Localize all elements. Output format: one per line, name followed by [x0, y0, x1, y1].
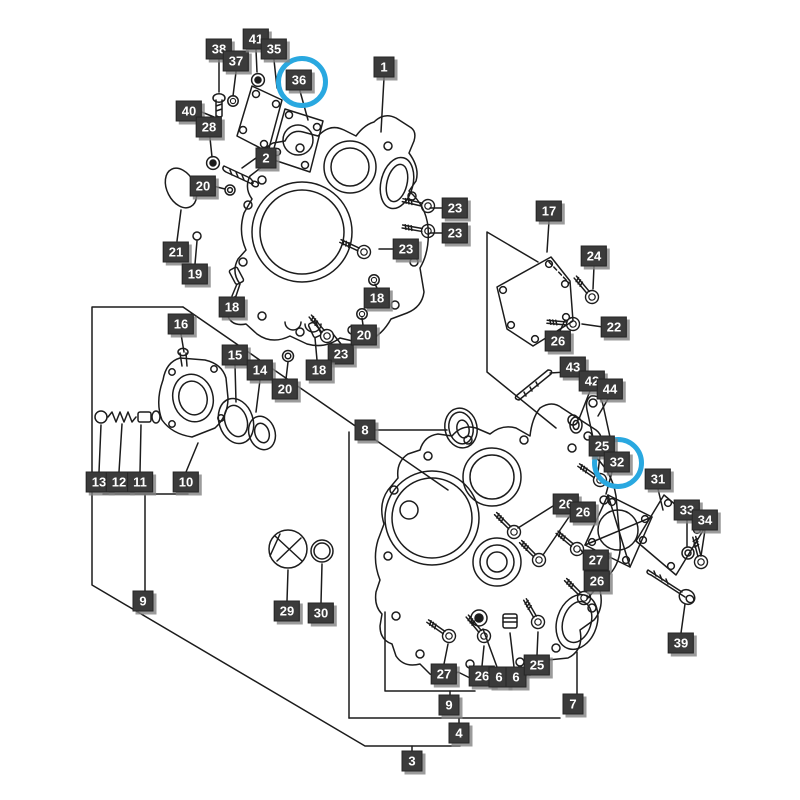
part-label-8[interactable]: 8	[354, 419, 376, 441]
part-label-18[interactable]: 18	[363, 287, 391, 309]
part-label-24[interactable]: 24	[580, 245, 608, 267]
part-label-23[interactable]: 23	[327, 343, 355, 365]
part-label-23[interactable]: 23	[441, 222, 469, 244]
part-label-25[interactable]: 25	[523, 654, 551, 676]
part-label-7[interactable]: 7	[562, 693, 584, 715]
part-label-28[interactable]: 28	[195, 116, 223, 138]
part-label-21[interactable]: 21	[162, 241, 190, 263]
part-label-10[interactable]: 10	[172, 471, 200, 493]
part-label-25[interactable]: 25	[588, 435, 616, 457]
part-label-27[interactable]: 27	[430, 663, 458, 685]
part-label-26[interactable]: 26	[569, 501, 597, 523]
part-label-26[interactable]: 26	[544, 330, 572, 352]
part-label-39[interactable]: 39	[667, 632, 695, 654]
part-label-11[interactable]: 11	[127, 471, 153, 493]
part-label-9[interactable]: 9	[132, 590, 154, 612]
part-label-18[interactable]: 18	[305, 359, 333, 381]
part-label-26[interactable]: 26	[583, 570, 611, 592]
part-label-40[interactable]: 40	[175, 100, 203, 122]
part-label-3[interactable]: 3	[401, 750, 423, 772]
part-label-20[interactable]: 20	[189, 175, 217, 197]
part-label-23[interactable]: 23	[392, 238, 420, 260]
part-label-30[interactable]: 30	[307, 602, 335, 624]
highlight-ring-32	[592, 437, 644, 489]
part-label-35[interactable]: 35	[260, 38, 288, 60]
part-label-44[interactable]: 44	[596, 378, 624, 400]
part-label-13[interactable]: 13	[85, 471, 113, 493]
part-label-6[interactable]: 6	[505, 666, 527, 688]
part-label-16[interactable]: 16	[167, 313, 195, 335]
highlight-ring-36	[276, 56, 328, 108]
part-label-19[interactable]: 19	[181, 263, 209, 285]
part-label-14[interactable]: 14	[246, 359, 274, 381]
part-label-29[interactable]: 29	[273, 600, 301, 622]
part-label-20[interactable]: 20	[271, 378, 299, 400]
part-label-34[interactable]: 34	[691, 509, 719, 531]
part-label-23[interactable]: 23	[441, 197, 469, 219]
part-label-18[interactable]: 18	[218, 296, 246, 318]
part-label-32[interactable]: 32	[603, 451, 631, 473]
part-label-27[interactable]: 27	[582, 549, 610, 571]
part-label-36[interactable]: 36	[285, 69, 313, 91]
part-label-20[interactable]: 20	[350, 324, 378, 346]
part-label-1[interactable]: 1	[373, 56, 395, 78]
part-label-12[interactable]: 12	[105, 471, 133, 493]
part-label-22[interactable]: 22	[600, 316, 628, 338]
part-label-4[interactable]: 4	[448, 722, 470, 744]
part-label-17[interactable]: 17	[535, 200, 563, 222]
part-label-2[interactable]: 2	[255, 147, 277, 169]
part-label-37[interactable]: 37	[222, 50, 250, 72]
part-label-9[interactable]: 9	[438, 694, 460, 716]
part-label-15[interactable]: 15	[221, 344, 249, 366]
part-label-31[interactable]: 31	[644, 468, 672, 490]
